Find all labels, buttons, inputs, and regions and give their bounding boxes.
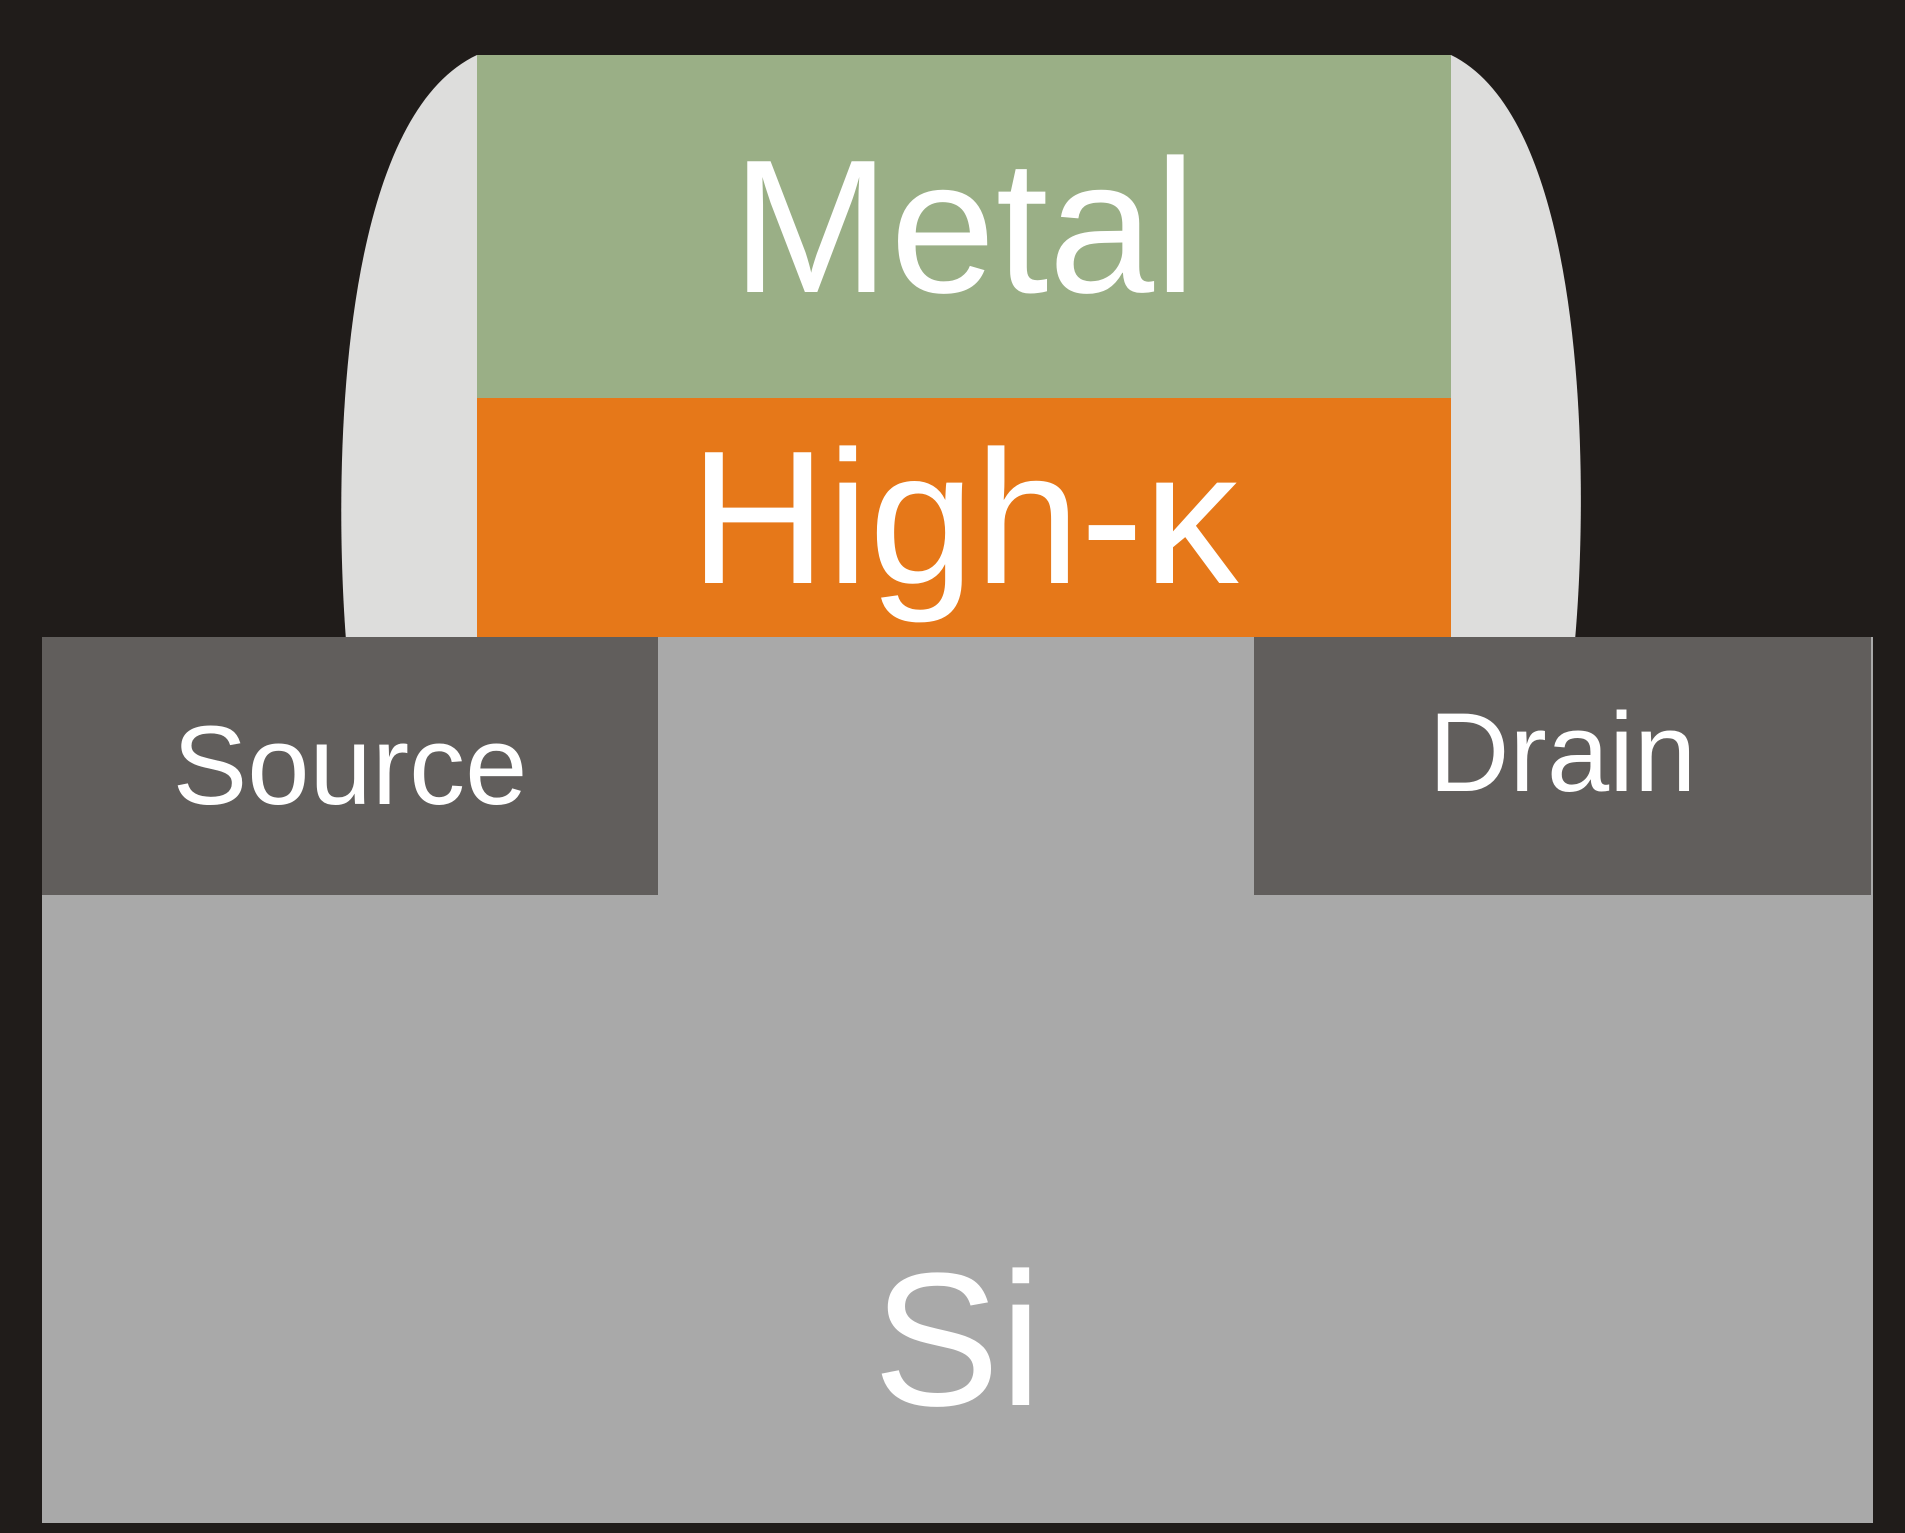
source-region: Source xyxy=(42,637,658,895)
high-k-label: High-κ xyxy=(689,411,1239,624)
drain-label: Drain xyxy=(1428,690,1697,815)
metal-gate: Metal xyxy=(477,55,1451,398)
drain-region: Drain xyxy=(1254,637,1871,895)
high-k-dielectric: High-κ xyxy=(477,398,1451,637)
right-spacer xyxy=(1451,55,1581,640)
left-spacer xyxy=(341,55,477,640)
source-label: Source xyxy=(172,703,528,828)
metal-label: Metal xyxy=(731,120,1197,333)
silicon-label: Si xyxy=(873,1234,1042,1446)
